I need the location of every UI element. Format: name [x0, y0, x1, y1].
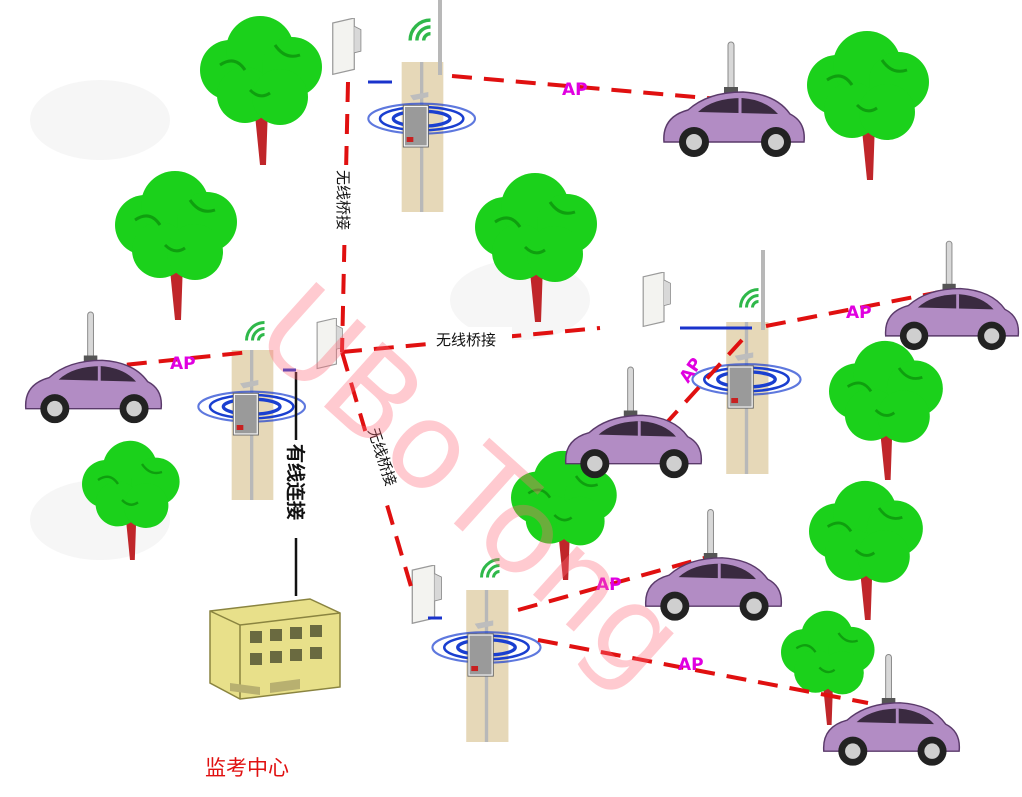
- antenna-pole-icon: [690, 322, 803, 474]
- panel-antenna-icon: [642, 272, 672, 328]
- tree-icon: [827, 340, 945, 480]
- ap-label: AP: [596, 575, 622, 595]
- tree-icon: [805, 30, 931, 180]
- building-icon: [209, 598, 341, 700]
- car-icon: [883, 239, 1021, 352]
- monitor-center-label: 监考中心: [205, 756, 289, 780]
- tree-icon: [198, 15, 324, 165]
- car-icon: [662, 40, 806, 159]
- wireless-bridge-label: 无线桥接: [334, 170, 352, 230]
- ap-label: AP: [846, 303, 872, 323]
- ap-label: AP: [562, 80, 588, 100]
- car-icon: [23, 310, 164, 425]
- wireless-bridge-label: 无线桥接: [436, 331, 496, 349]
- ap-label: AP: [170, 354, 196, 374]
- panel-antenna-icon: [331, 18, 362, 76]
- antenna-pole-icon: [366, 62, 477, 212]
- car-icon: [564, 365, 703, 480]
- tree-icon: [113, 170, 239, 320]
- panel-antenna-icon: [411, 565, 443, 625]
- ap-label: AP: [678, 655, 704, 675]
- tree-icon: [779, 610, 877, 725]
- ap-label: AP: [676, 354, 707, 386]
- tree-icon: [807, 480, 925, 620]
- wired-connection-label: 有线连接: [284, 444, 307, 520]
